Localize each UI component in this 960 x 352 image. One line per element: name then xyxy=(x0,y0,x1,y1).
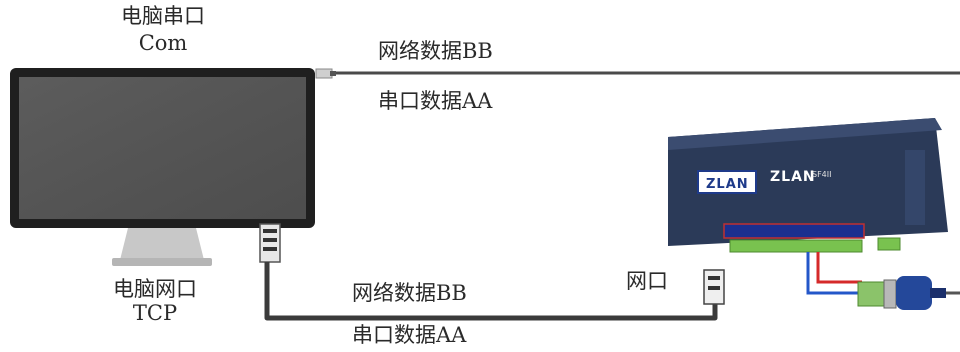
pc-network-title: 电脑网口 xyxy=(113,277,197,301)
serial-server-device xyxy=(668,118,948,246)
bottom-network-data-label: 网络数据BB xyxy=(352,281,467,305)
computer-monitor xyxy=(10,68,315,266)
ethernet-plug-icon xyxy=(259,223,281,263)
serial-connector-icon xyxy=(315,68,336,79)
device-port-label: 网口 xyxy=(626,269,668,293)
device-model: SF4II xyxy=(812,170,832,179)
ethernet-cable xyxy=(264,262,718,321)
terminal-block xyxy=(729,237,901,253)
rs485-wire-b xyxy=(806,252,862,295)
ethernet-port-icon xyxy=(703,269,725,305)
pc-serial-sub: Com xyxy=(138,31,188,55)
pc-serial-title: 电脑串口 xyxy=(121,4,205,28)
rs485-wire-a xyxy=(816,252,862,284)
top-serial-data-label: 串口数据AA xyxy=(378,89,493,113)
device-badge: ZLAN xyxy=(706,177,749,192)
top-network-data-label: 网络数据BB xyxy=(378,39,493,63)
pc-network-sub: TCP xyxy=(132,301,178,325)
db9-adapter-icon xyxy=(857,276,960,310)
bottom-serial-data-label: 串口数据AA xyxy=(352,323,467,347)
device-brand: ZLAN xyxy=(770,169,816,185)
